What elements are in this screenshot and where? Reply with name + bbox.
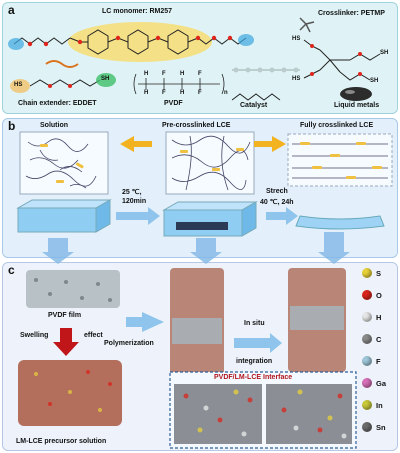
legend-item-o: O xyxy=(362,290,382,300)
legend-swatch-c xyxy=(362,334,372,344)
liquid-metals-label: Liquid metals xyxy=(334,102,380,109)
eddet-hs: HS xyxy=(14,82,23,88)
arrow-down-left xyxy=(42,238,74,264)
petmp-hs-top: HS xyxy=(292,36,301,42)
legend-swatch-ga xyxy=(362,378,372,388)
catalyst-label: Catalyst xyxy=(240,102,268,109)
legend-swatch-sn xyxy=(362,422,372,432)
legend-swatch-o xyxy=(362,290,372,300)
fully-crosslinked-label: Fully crosslinked LCE xyxy=(300,122,374,129)
step2-conditions: 40 ℃, 24h xyxy=(260,199,294,206)
interface-label: PVDF/LM-LCE Interface xyxy=(214,374,293,381)
pvdf-atom-8: F xyxy=(198,90,202,96)
pvdf-film-cluster xyxy=(26,270,120,308)
legend-swatch-in xyxy=(362,400,372,410)
rm257-highlight xyxy=(68,22,212,62)
pvdf-atom-6: F xyxy=(162,90,166,96)
arrow-step2 xyxy=(266,207,298,225)
arrow-down-right xyxy=(318,232,350,264)
effect-label: effect xyxy=(84,332,103,339)
pvdf-atom-3: H xyxy=(180,71,185,77)
panel-a-background xyxy=(2,2,398,114)
legend-item-s: S xyxy=(362,268,381,278)
petmp-sh-top: SH xyxy=(380,50,389,56)
acrylate-end-left xyxy=(8,38,24,50)
polymerization-arrow xyxy=(126,312,164,332)
solution-label: Solution xyxy=(40,122,68,129)
pvdf-atom-5: H xyxy=(144,90,149,96)
legend-swatch-f xyxy=(362,356,372,366)
chain-extender-symbol xyxy=(45,60,79,68)
thiol-end-left xyxy=(10,79,30,93)
acrylate-end-right xyxy=(238,34,254,46)
pre-crosslinked-network xyxy=(171,135,251,191)
precursor-label: LM-LCE precursor solution xyxy=(16,438,107,445)
thiol-end-right xyxy=(96,73,116,87)
stretched-film xyxy=(295,215,385,230)
pvdf-atom-2: F xyxy=(162,71,166,77)
legend-item-c: C xyxy=(362,334,381,344)
right-yellow-arrow xyxy=(254,136,286,152)
panel-label-a: a xyxy=(8,3,15,17)
pvdf-label: PVDF xyxy=(164,100,183,107)
legend-item-sn: Sn xyxy=(362,422,386,432)
fully-crosslinked-box xyxy=(287,133,393,187)
solution-slab xyxy=(16,199,112,233)
crosslinker-label: Crosslinker: PETMP xyxy=(318,10,385,17)
legend-item-f: F xyxy=(362,356,381,366)
oxygen-atoms xyxy=(27,35,233,47)
in-situ-arrow xyxy=(234,333,282,353)
pvdf-atom-4: F xyxy=(198,71,202,77)
liquid-metal-highlight xyxy=(345,90,355,94)
pvdf-structure xyxy=(133,73,225,95)
catalyst-molecule xyxy=(231,93,281,101)
petmp-sh-bottom: SH xyxy=(370,78,379,84)
interface-image-right xyxy=(266,384,352,444)
pre-crosslinked-label: Pre-crosslinked LCE xyxy=(162,122,231,129)
integration-label: integration xyxy=(236,358,273,365)
legend-swatch-s xyxy=(362,268,372,278)
pvdf-film-label: PVDF film xyxy=(48,312,82,319)
swelling-label: Swelling xyxy=(20,332,49,339)
left-yellow-arrow xyxy=(120,136,152,152)
eddet-molecule xyxy=(29,79,101,87)
in-situ-label: In situ xyxy=(244,320,265,327)
step2-label: Strech xyxy=(266,188,288,195)
polymerization-label: Polymerization xyxy=(104,340,154,347)
step1-temperature: 25 ℃, xyxy=(122,189,142,196)
crosslinker-symbol xyxy=(299,17,315,33)
pre-crosslinked-slab xyxy=(162,201,258,237)
panel-label-c: c xyxy=(8,263,15,277)
legend-item-h: H xyxy=(362,312,381,322)
arrow-step1 xyxy=(116,207,160,225)
arrow-down-middle xyxy=(190,238,222,264)
pvdf-atom-7: H xyxy=(180,90,185,96)
legend-item-in: In xyxy=(362,400,383,410)
pvdf-subscript: n xyxy=(224,90,228,96)
step1-time: 120min xyxy=(122,198,147,205)
eddet-sh: SH xyxy=(101,76,110,82)
petmp-hs-bottom: HS xyxy=(292,76,301,82)
panel-label-b: b xyxy=(8,119,16,133)
pvdf-atom-1: H xyxy=(144,71,149,77)
element-legend: S O H C F Ga In Sn xyxy=(362,266,396,446)
pre-crosslinked-box xyxy=(165,131,255,195)
solution-molecules xyxy=(25,138,97,189)
legend-item-ga: Ga xyxy=(362,378,386,388)
legend-swatch-h xyxy=(362,312,372,322)
chain-extender-label: Chain extender: EDDET xyxy=(18,100,97,107)
swelling-arrow xyxy=(53,328,79,356)
lc-monomer-label: LC monomer: RM257 xyxy=(102,8,173,15)
interface-image-left xyxy=(174,384,262,444)
